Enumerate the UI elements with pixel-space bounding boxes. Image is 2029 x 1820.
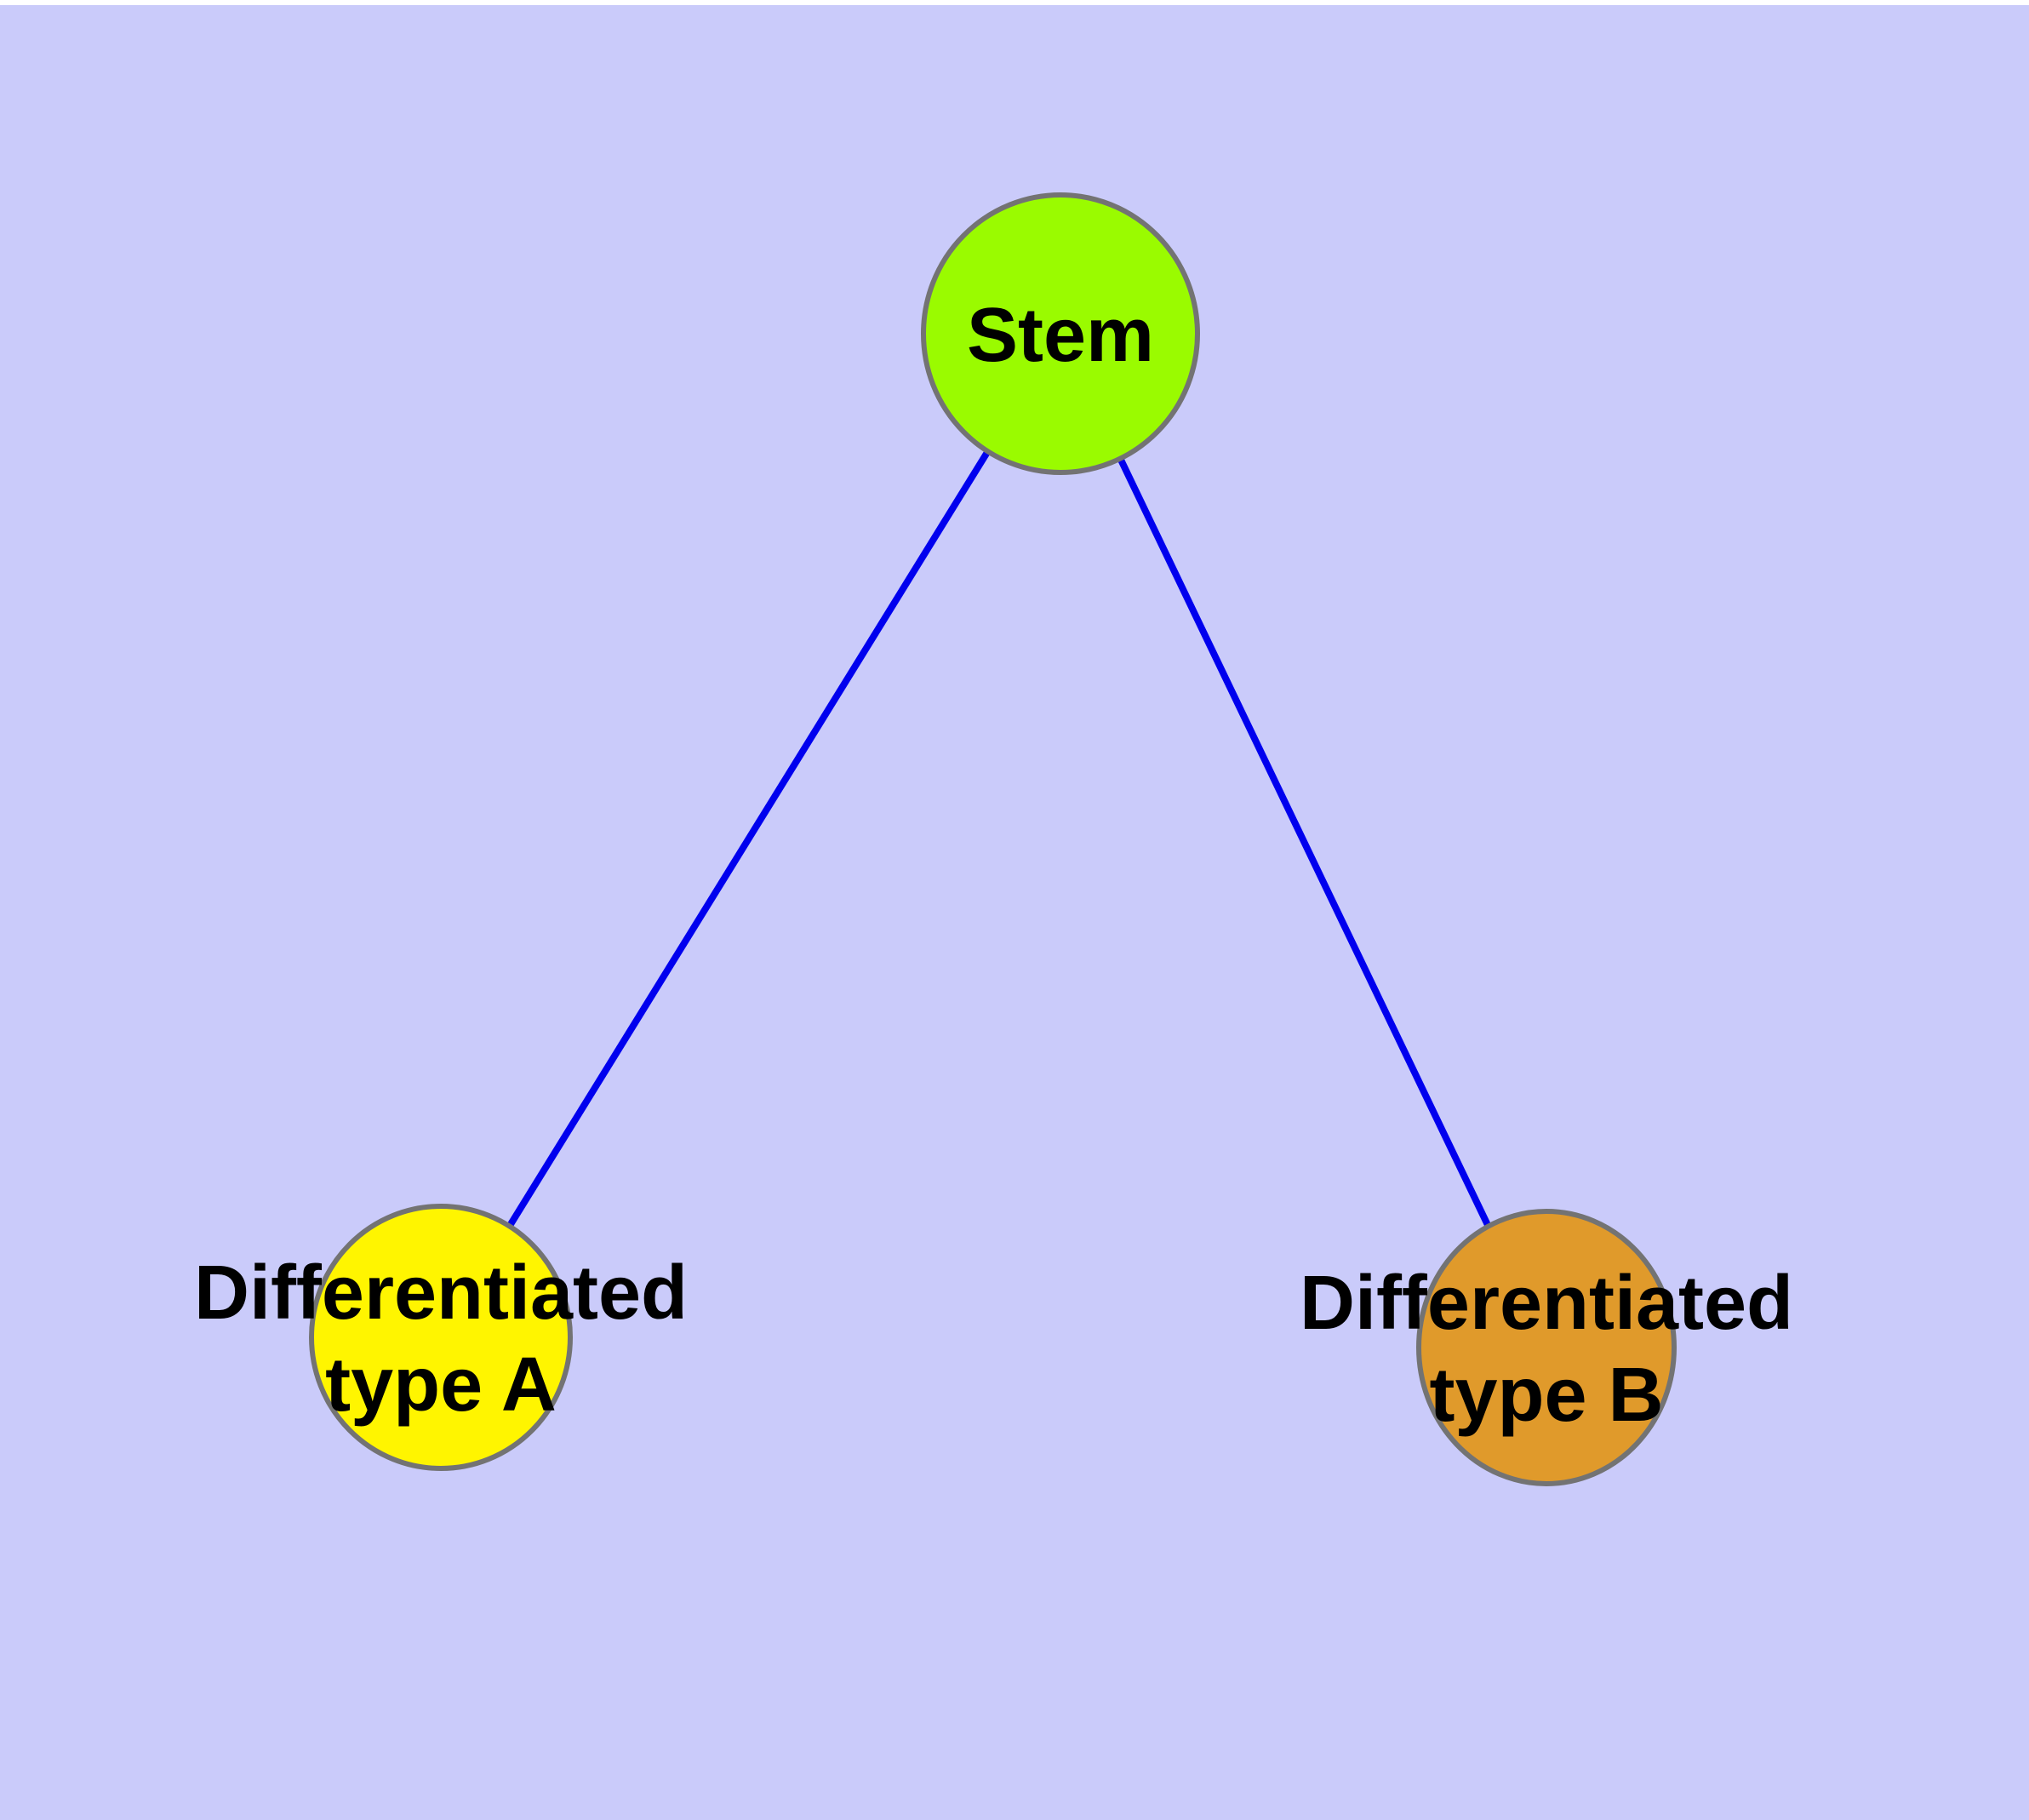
top-margin-strip — [0, 0, 2029, 5]
edge-stem-to-type-a — [437, 331, 1064, 1340]
node-differentiated-type-a-circle — [309, 1204, 573, 1471]
node-label-stem: Stem — [967, 293, 1154, 378]
node-differentiated-type-b-circle — [1416, 1209, 1677, 1486]
node-stem-circle — [921, 192, 1200, 475]
edge-layer — [437, 331, 1550, 1349]
edge-stem-to-type-b — [1057, 332, 1550, 1349]
node-layer — [309, 192, 1677, 1486]
